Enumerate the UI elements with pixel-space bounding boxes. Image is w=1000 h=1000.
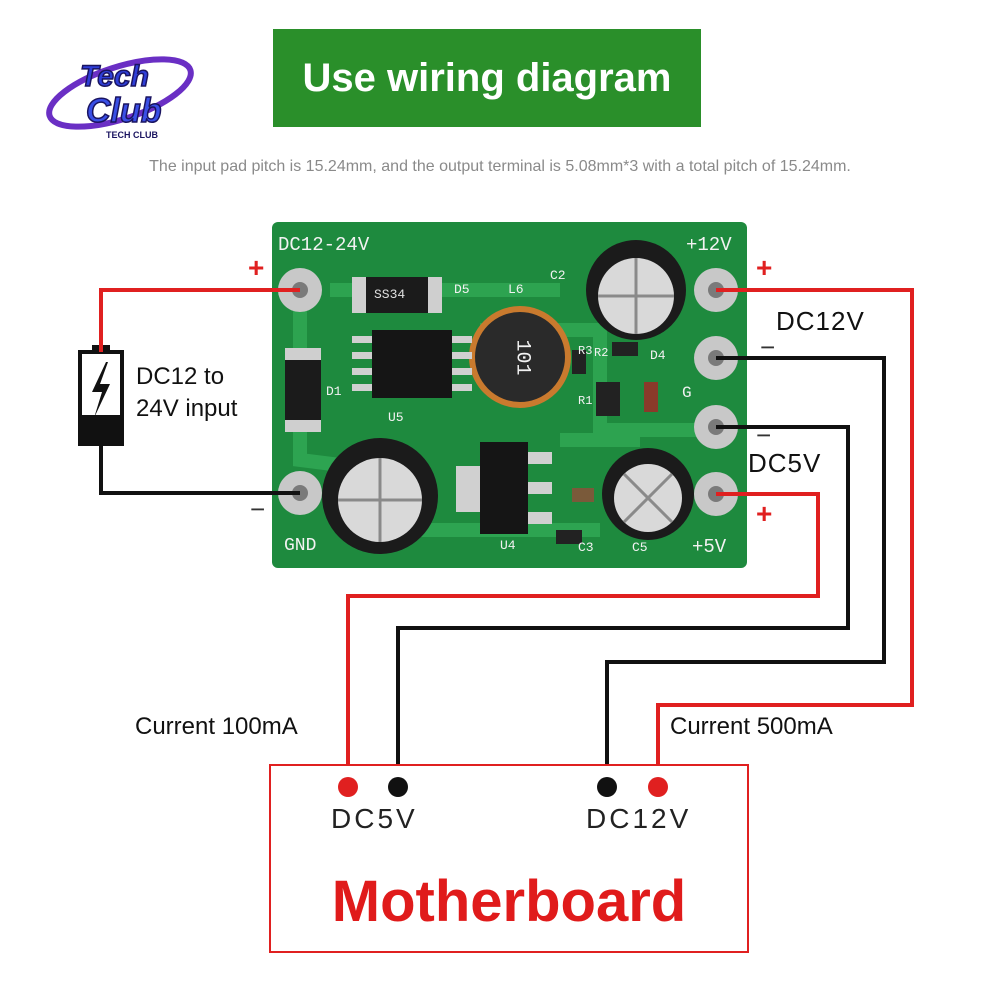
out12-minus-sign: − [760,332,776,362]
logo-text-main: Club [86,92,162,130]
pcb-diode-code: SS34 [374,287,406,302]
ic-u5 [372,330,452,398]
wires-positive [99,288,914,785]
pcb-label-c5: C5 [632,540,648,555]
pcb-inductor-code: 101 [510,339,534,376]
logo-text-top: Tech [80,60,149,93]
pcb-label-u5: U5 [388,410,404,425]
pcb-label-d1: D1 [326,384,342,399]
mb-5v-plus-dot [338,777,358,797]
dc12v-output-label: DC12V [776,306,865,336]
diode-d1 [285,348,321,432]
pcb-label-c3: C3 [578,540,594,555]
dc5v-output-label: DC5V [748,448,822,478]
current-100ma-label: Current 100mA [135,713,298,740]
page-title: Use wiring diagram [273,29,701,127]
pcb-label-u4: U4 [500,538,516,553]
out5-minus-sign: − [756,420,772,450]
regulator-u4 [480,442,528,534]
battery-label-line2: 24V input [136,395,238,422]
mb-dc12v-label: DC12V [586,803,692,834]
battery-icon [78,345,124,446]
subtitle-note: The input pad pitch is 15.24mm, and the … [149,158,851,175]
current-500ma-label: Current 500mA [670,713,833,740]
wires-negative [99,356,886,785]
input-minus-sign: − [250,494,266,524]
mb-5v-minus-dot [388,777,408,797]
motherboard-title: Motherboard [331,869,687,934]
out5-plus-sign: + [756,498,773,529]
pcb-label-r3: R3 [578,344,593,358]
input-plus-sign: + [248,252,265,283]
pcb-label-input: DC12-24V [278,234,370,256]
pcb-label-r1: R1 [578,394,593,408]
pcb-label-5v: +5V [692,536,727,558]
pcb-label-d4: D4 [650,348,666,363]
mb-dc5v-label: DC5V [331,803,418,834]
pcb-label-l6: L6 [508,282,524,297]
pcb-label-r2: R2 [594,346,609,360]
pcb-label-g: G [682,384,692,402]
pcb-label-gnd: GND [284,536,317,556]
mb-12v-minus-dot [597,777,617,797]
pcb-label-d5: D5 [454,282,470,297]
pcb-label-c2: C2 [550,268,566,283]
smd-parts [556,342,658,544]
out12-plus-sign: + [756,252,773,283]
battery-label-line1: DC12 to [136,363,225,390]
pcb-label-12v: +12V [686,234,732,256]
diode-d5 [352,277,442,313]
mb-12v-plus-dot [648,777,668,797]
tech-club-logo: Tech Club TECH CLUB [46,56,194,140]
logo-text-small: TECH CLUB [106,130,158,140]
